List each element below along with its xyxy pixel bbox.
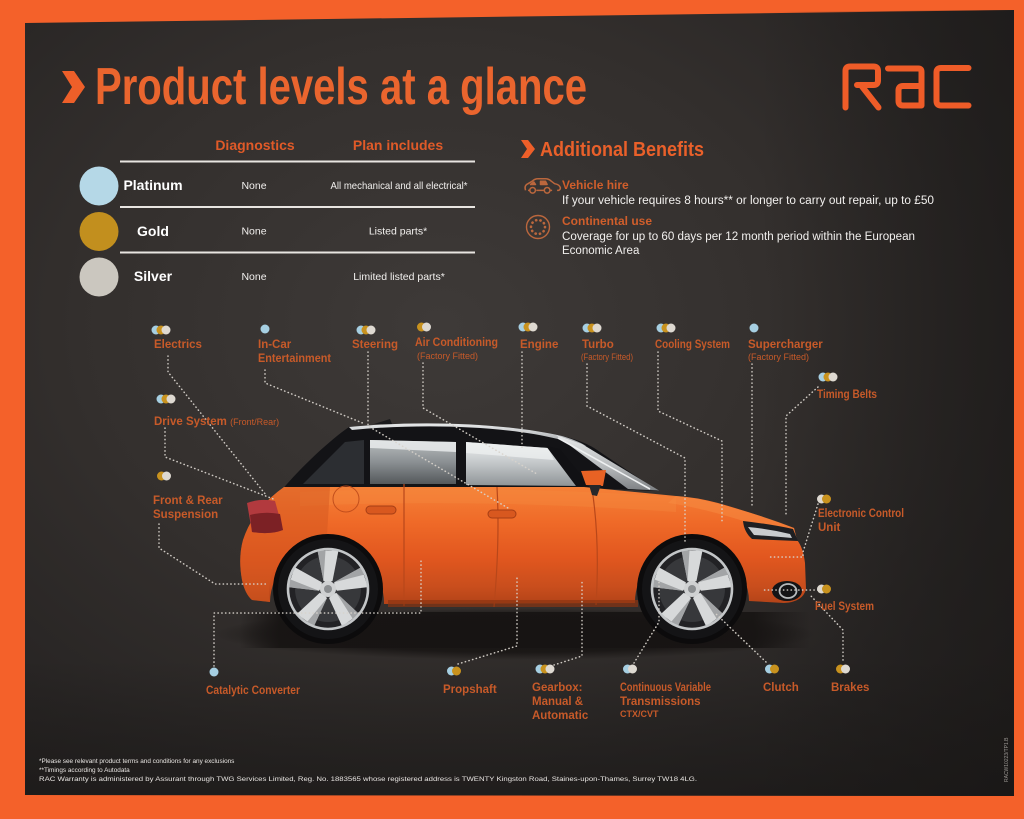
svg-text:None: None bbox=[241, 271, 266, 283]
svg-text:(Factory Fitted): (Factory Fitted) bbox=[581, 352, 633, 362]
svg-text:Gold: Gold bbox=[137, 223, 169, 239]
svg-text:In-Car: In-Car bbox=[258, 339, 292, 351]
svg-text:Silver: Silver bbox=[134, 268, 173, 284]
svg-text:**Timings according to Autodat: **Timings according to Autodata bbox=[39, 767, 130, 774]
svg-text:Suspension: Suspension bbox=[153, 509, 218, 521]
svg-text:Platinum: Platinum bbox=[123, 177, 182, 193]
svg-text:(Factory Fitted): (Factory Fitted) bbox=[748, 352, 809, 362]
svg-text:Fuel System: Fuel System bbox=[815, 601, 874, 613]
svg-text:Additional Benefits: Additional Benefits bbox=[540, 139, 704, 161]
svg-text:Economic Area: Economic Area bbox=[562, 245, 640, 257]
svg-text:Catalytic Converter: Catalytic Converter bbox=[206, 685, 300, 697]
svg-text:Supercharger: Supercharger bbox=[748, 339, 823, 351]
svg-text:CTX/CVT: CTX/CVT bbox=[620, 709, 659, 719]
svg-text:Continuous Variable: Continuous Variable bbox=[620, 682, 711, 694]
svg-text:Turbo: Turbo bbox=[582, 339, 614, 351]
svg-text:Cooling System: Cooling System bbox=[655, 339, 730, 351]
svg-text:Brakes: Brakes bbox=[831, 682, 869, 694]
svg-text:Clutch: Clutch bbox=[763, 682, 799, 694]
svg-text:RACW10223/TP1.B: RACW10223/TP1.B bbox=[1004, 737, 1010, 782]
svg-text:Vehicle hire: Vehicle hire bbox=[562, 178, 629, 192]
svg-text:None: None bbox=[241, 226, 266, 238]
svg-text:(Factory Fitted): (Factory Fitted) bbox=[417, 351, 478, 361]
svg-text:None: None bbox=[241, 180, 266, 192]
svg-text:Gearbox:: Gearbox: bbox=[532, 682, 583, 694]
svg-text:Diagnostics: Diagnostics bbox=[215, 137, 295, 153]
svg-text:Timing Belts: Timing Belts bbox=[817, 389, 877, 401]
svg-text:Listed parts*: Listed parts* bbox=[369, 226, 427, 238]
svg-text:Electrics: Electrics bbox=[154, 339, 202, 351]
svg-text:Steering: Steering bbox=[352, 339, 398, 351]
svg-text:Unit: Unit bbox=[818, 522, 841, 534]
svg-text:Propshaft: Propshaft bbox=[443, 684, 497, 696]
svg-text:Coverage for up to 60 days per: Coverage for up to 60 days per 12 month … bbox=[562, 231, 915, 243]
svg-text:Entertainment: Entertainment bbox=[258, 353, 331, 365]
svg-text:Air Conditioning: Air Conditioning bbox=[415, 337, 498, 349]
svg-text:Transmissions: Transmissions bbox=[620, 696, 701, 708]
svg-text:Electronic Control: Electronic Control bbox=[818, 508, 904, 520]
svg-text:Product levels at a glance: Product levels at a glance bbox=[95, 58, 587, 116]
svg-text:If your vehicle requires 8 hou: If your vehicle requires 8 hours** or lo… bbox=[562, 195, 934, 207]
svg-text:Limited listed parts*: Limited listed parts* bbox=[353, 271, 445, 283]
svg-text:RAC Warranty is administered b: RAC Warranty is administered by Assurant… bbox=[39, 776, 697, 783]
svg-text:Continental use: Continental use bbox=[562, 214, 652, 228]
svg-text:Front & Rear: Front & Rear bbox=[153, 495, 223, 507]
svg-text:Manual &: Manual & bbox=[532, 696, 583, 708]
svg-text:Automatic: Automatic bbox=[532, 710, 589, 722]
svg-text:*Please see relevant product t: *Please see relevant product terms and c… bbox=[39, 758, 234, 765]
svg-text:Engine: Engine bbox=[520, 339, 558, 351]
svg-text:All mechanical and all electri: All mechanical and all electrical* bbox=[331, 180, 468, 192]
svg-text:Plan includes: Plan includes bbox=[353, 137, 443, 153]
svg-text:Drive System (Front/Rear): Drive System (Front/Rear) bbox=[154, 416, 279, 428]
